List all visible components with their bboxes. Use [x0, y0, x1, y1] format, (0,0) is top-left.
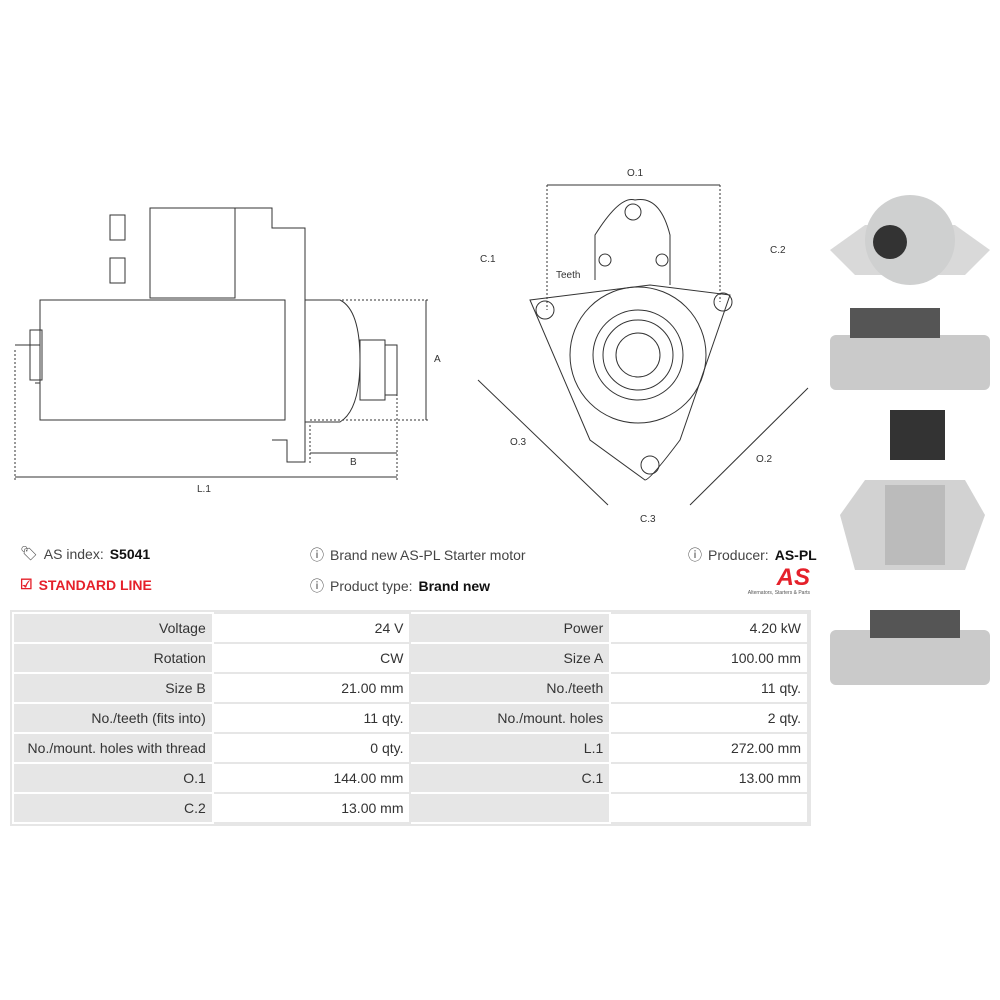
front-view-drawing: O.1 O.3 O.2 C.1 C.2 C.3 Teeth	[477, 168, 809, 525]
table-row: No./teeth (fits into)11 qty.No./mount. h…	[12, 702, 809, 734]
info-icon: ⓘ	[310, 547, 324, 563]
product-photos	[830, 195, 990, 685]
side-view-drawing: A B L.1	[14, 207, 441, 495]
spec-value: 11 qty.	[609, 672, 809, 704]
spec-value: 144.00 mm	[211, 762, 412, 794]
spec-value: 24 V	[211, 612, 412, 644]
spec-value: CW	[211, 642, 412, 674]
spec-value	[609, 792, 809, 824]
spec-value: 13.00 mm	[609, 762, 809, 794]
spec-value: 0 qty.	[211, 732, 412, 764]
spec-label: L.1	[409, 732, 612, 764]
spec-label: No./teeth	[409, 672, 612, 704]
spec-label: Power	[409, 612, 612, 644]
spec-label: No./mount. holes	[409, 702, 612, 734]
as-index: 🏷AS index:S5041	[20, 545, 151, 562]
as-pl-logo: AS Alternators, Starters & Parts	[747, 564, 810, 597]
spec-label: Size B	[12, 672, 214, 704]
info-icon: ⓘ	[310, 578, 324, 594]
o2-label: O.2	[756, 454, 773, 465]
spec-label: C.1	[409, 762, 612, 794]
spec-label: Voltage	[12, 612, 214, 644]
spec-label: Size A	[409, 642, 612, 674]
teeth-label: Teeth	[556, 270, 580, 281]
o3-label: O.3	[510, 437, 527, 448]
spec-value: 11 qty.	[211, 702, 412, 734]
spec-label: C.2	[12, 792, 214, 824]
tag-icon: 🏷	[20, 545, 38, 561]
spec-value: 272.00 mm	[609, 732, 809, 764]
spec-label: No./teeth (fits into)	[12, 702, 214, 734]
o1-label: O.1	[627, 168, 644, 179]
spec-label: No./mount. holes with thread	[12, 732, 214, 764]
spec-label	[409, 792, 612, 824]
spec-value: 13.00 mm	[211, 792, 412, 824]
checkbox-icon: ☑	[20, 576, 33, 592]
dimension-b-label: B	[350, 457, 357, 468]
spec-value: 2 qty.	[609, 702, 809, 734]
spec-value: 21.00 mm	[211, 672, 412, 704]
c1-label: C.1	[480, 254, 496, 265]
dimension-l1-label: L.1	[197, 484, 211, 495]
standard-line-badge: ☑STANDARD LINE	[20, 576, 152, 593]
info-icon: ⓘ	[688, 547, 702, 563]
c2-label: C.2	[770, 245, 786, 256]
spec-value: 100.00 mm	[609, 642, 809, 674]
dimension-a-label: A	[434, 354, 441, 365]
c3-label: C.3	[640, 514, 656, 525]
spec-label: Rotation	[12, 642, 214, 674]
spec-value: 4.20 kW	[609, 612, 809, 644]
spec-label: O.1	[12, 762, 214, 794]
